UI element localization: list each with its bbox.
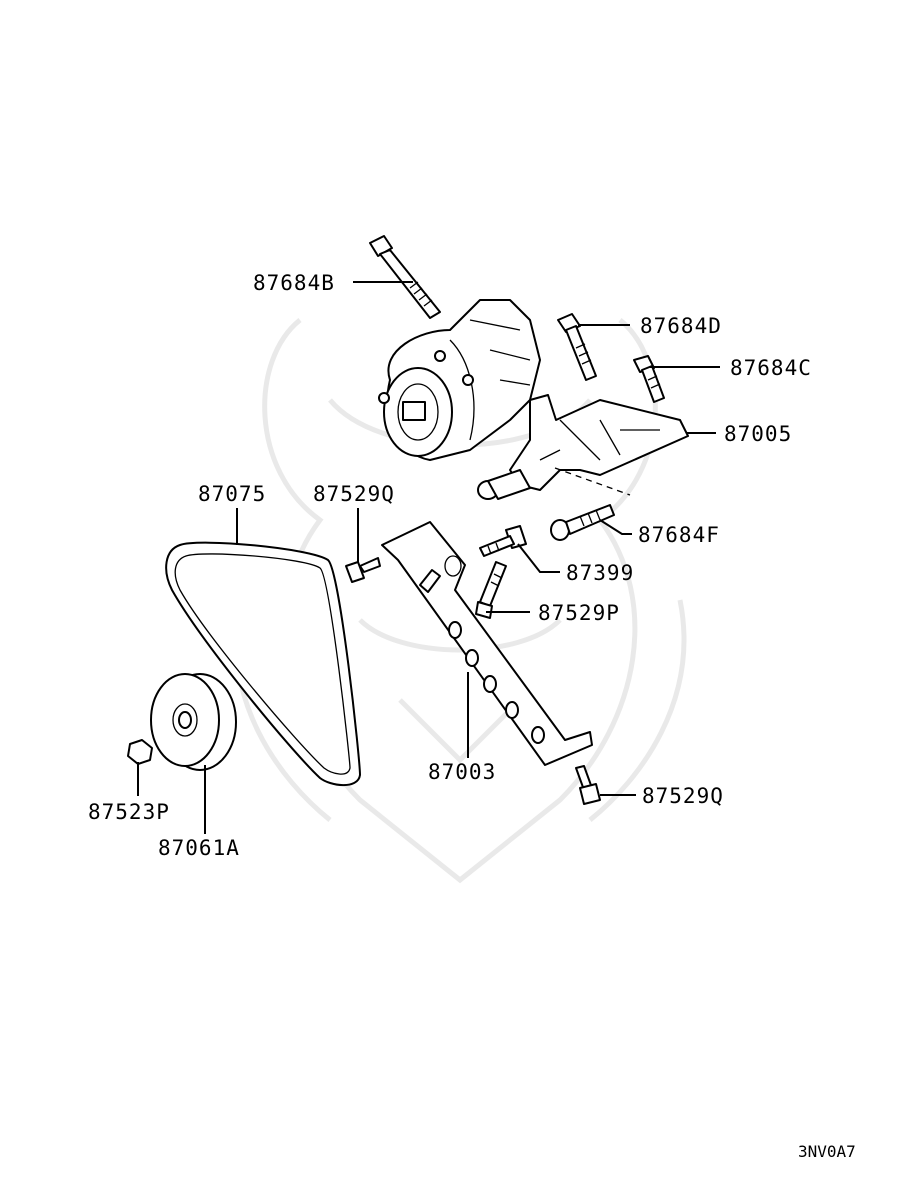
ac-compressor[interactable] xyxy=(378,299,541,461)
bolt-87684B[interactable] xyxy=(369,235,441,319)
bracket-87005[interactable] xyxy=(477,394,689,500)
idler-pulley-87061A[interactable] xyxy=(150,673,237,771)
label-87003[interactable]: 87003 xyxy=(428,760,496,784)
bolt-87684D[interactable] xyxy=(557,313,597,381)
bolt-87684F[interactable] xyxy=(550,504,615,541)
leader-87684F xyxy=(599,519,632,535)
dash-87005 xyxy=(554,467,631,496)
drawing-code: 3NV0A7 xyxy=(798,1142,856,1161)
nut-87523P[interactable] xyxy=(127,739,153,765)
label-87399[interactable]: 87399 xyxy=(566,561,634,585)
leader-87399 xyxy=(517,543,560,573)
label-87529P[interactable]: 87529P xyxy=(538,601,620,625)
label-87061A[interactable]: 87061A xyxy=(158,836,240,860)
bolt-87529Q-bottom[interactable] xyxy=(575,765,601,805)
label-87529Q-bottom[interactable]: 87529Q xyxy=(642,784,724,808)
label-87075[interactable]: 87075 xyxy=(198,482,266,506)
label-87684C[interactable]: 87684C xyxy=(730,356,812,380)
label-87529Q-top[interactable]: 87529Q xyxy=(313,482,395,506)
bolt-87529P[interactable] xyxy=(475,561,507,619)
label-87684D[interactable]: 87684D xyxy=(640,314,722,338)
bracket-87003[interactable] xyxy=(381,521,593,766)
bolt-87529Q-top[interactable] xyxy=(345,557,381,583)
label-87684B[interactable]: 87684B xyxy=(253,271,335,295)
drive-belt-87075[interactable] xyxy=(165,541,361,787)
bolt-87399[interactable] xyxy=(479,525,527,557)
label-87523P[interactable]: 87523P xyxy=(88,800,170,824)
label-87684F[interactable]: 87684F xyxy=(638,523,720,547)
label-87005[interactable]: 87005 xyxy=(724,422,792,446)
bolt-87684C[interactable] xyxy=(633,355,665,403)
